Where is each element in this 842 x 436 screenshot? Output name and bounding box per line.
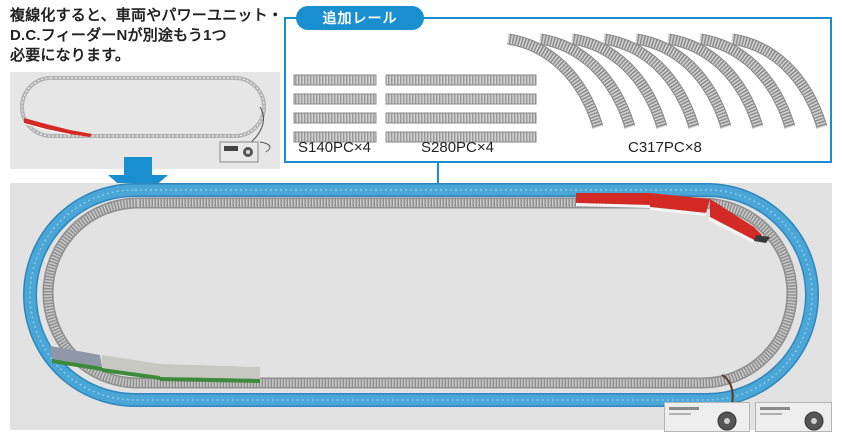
down-arrow-icon: [108, 157, 168, 201]
power-unit-left: [664, 402, 750, 432]
commuter-train: [50, 346, 260, 383]
additional-rail-title: 追加レール: [296, 6, 424, 30]
callout-line: [437, 163, 439, 183]
rail-label-s280: S280PC×4: [421, 139, 494, 156]
note-line-1: 複線化すると、車両やパワーユニット・: [10, 7, 284, 24]
straight-rail-s140-group: [293, 74, 377, 143]
single-track-thumbnail: [10, 72, 280, 169]
rail-label-c317: C317PC×8: [628, 139, 702, 156]
power-unit-right-illustration: [760, 407, 824, 431]
thumb-train: [24, 118, 92, 137]
additional-rail-box: [284, 17, 832, 163]
power-unit-left-illustration: [669, 407, 737, 431]
double-track-layout: [10, 183, 832, 431]
single-track-illustration: [10, 72, 280, 169]
note-line-2: D.C.フィーダーNが別途もう1つ: [10, 27, 227, 44]
power-unit-right: [755, 402, 832, 432]
rail-pieces-illustration: [293, 33, 828, 143]
double-track-illustration: [10, 183, 832, 431]
curved-rail-c317-group: [507, 33, 828, 129]
power-unit-thumb: [219, 141, 259, 163]
rail-label-s140: S140PC×4: [298, 139, 371, 156]
note-line-3: 必要になります。: [10, 47, 131, 64]
red-express-train: [576, 193, 770, 243]
straight-rail-s280-group: [385, 74, 537, 143]
double-track-note: 複線化すると、車両やパワーユニット・ D.C.フィーダーNが別途もう1つ 必要に…: [10, 6, 284, 66]
